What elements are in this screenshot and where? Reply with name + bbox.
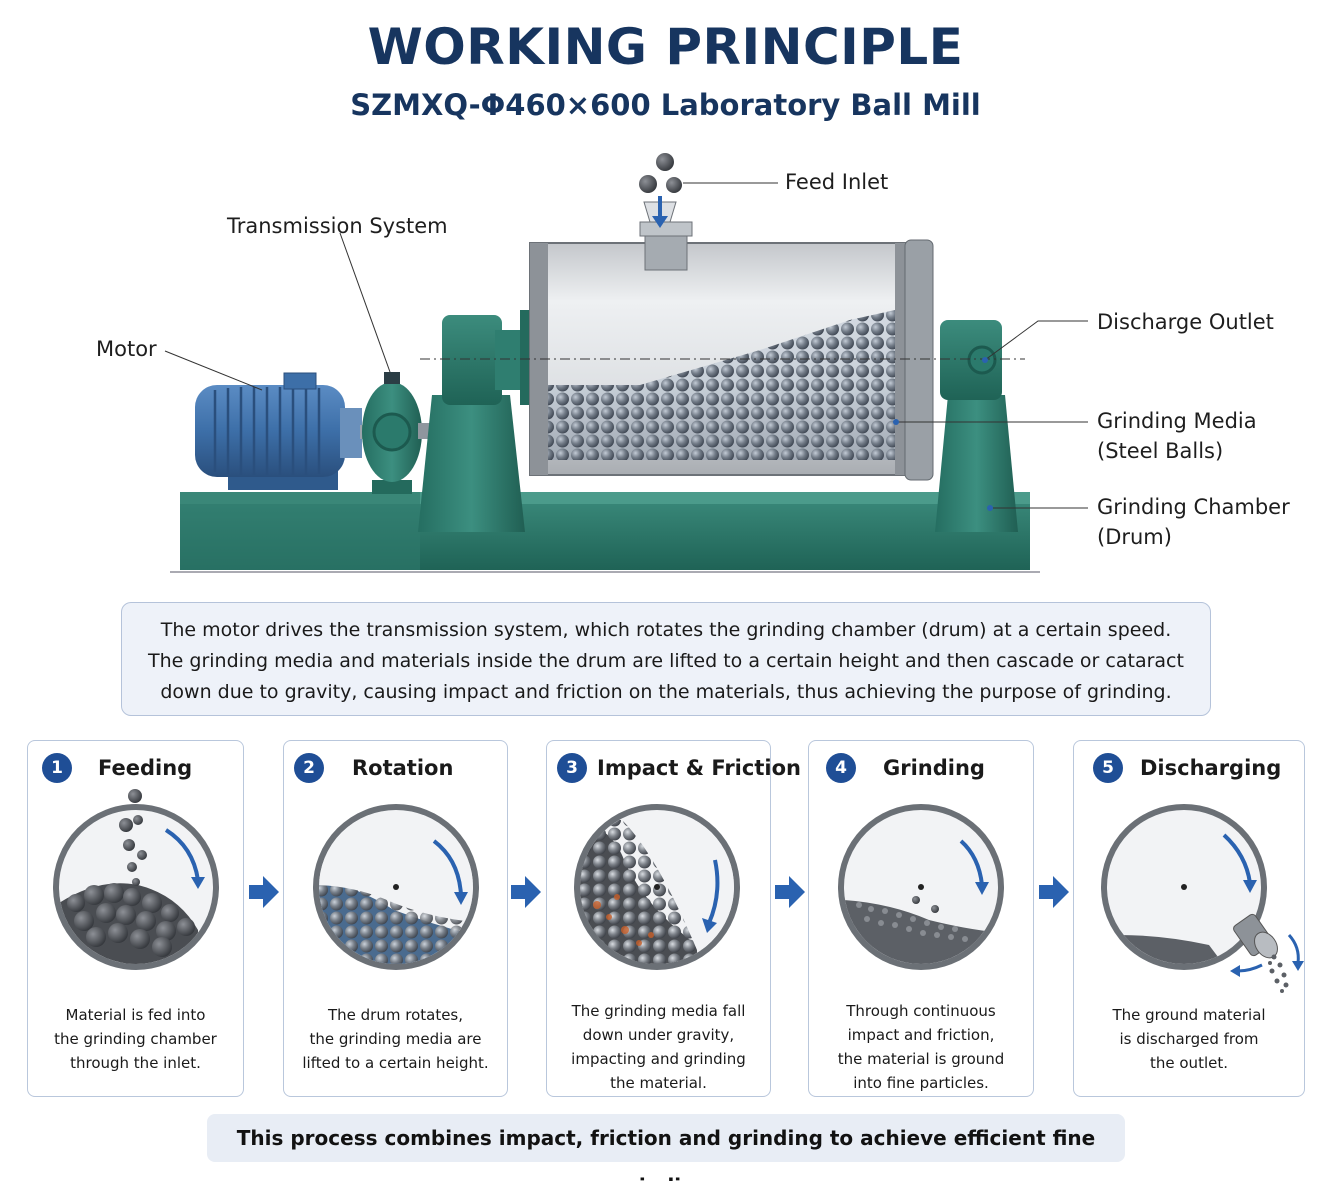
step-title: Feeding (98, 756, 193, 780)
caption-line: impact and friction, (847, 1026, 995, 1044)
principle-description: The motor drives the transmission system… (121, 602, 1211, 716)
label-feed-inlet: Feed Inlet (785, 170, 889, 194)
caption-line: impacting and grinding (571, 1050, 746, 1068)
label-discharge-outlet: Discharge Outlet (1097, 310, 1274, 334)
right-pedestal (935, 320, 1018, 532)
step-caption: The grinding media fall down under gravi… (547, 999, 770, 1095)
step-number-badge: 5 (1093, 753, 1123, 783)
caption-line: the material. (610, 1074, 707, 1092)
impact-drum-graphic (574, 804, 740, 970)
step-card-discharging: 5 Discharging The ground material is dis… (1073, 740, 1305, 1097)
label-steel-balls: (Steel Balls) (1097, 439, 1224, 463)
caption-line: the material is ground (837, 1050, 1005, 1068)
ball-mill-illustration (164, 153, 1088, 573)
transmission-system (362, 372, 452, 494)
step-title: Grinding (883, 756, 985, 780)
step-title: Rotation (352, 756, 454, 780)
page-title: WORKING PRINCIPLE (367, 18, 964, 76)
step-caption: Through continuous impact and friction, … (809, 999, 1033, 1095)
grinding-drum (529, 239, 934, 481)
step-number-badge: 2 (294, 753, 324, 783)
leader-lines (164, 182, 1088, 509)
caption-line: the grinding media are (309, 1030, 482, 1048)
summary-footer: This process combines impact, friction a… (207, 1114, 1125, 1181)
description-line: The motor drives the transmission system… (160, 619, 1172, 641)
caption-line: Material is fed into (65, 1006, 206, 1024)
label-drum: (Drum) (1097, 525, 1172, 549)
step-caption: The drum rotates, the grinding media are… (284, 1003, 507, 1075)
label-grinding-chamber: Grinding Chamber (1097, 495, 1290, 519)
caption-line: the grinding chamber (54, 1030, 217, 1048)
step-number-badge: 3 (557, 753, 587, 783)
page-subtitle: SZMXQ-Φ460×600 Laboratory Ball Mill (350, 88, 981, 122)
label-grinding-media: Grinding Media (1097, 409, 1257, 433)
caption-line: lifted to a certain height. (302, 1054, 489, 1072)
motor (195, 372, 380, 490)
description-line: down due to gravity, causing impact and … (160, 681, 1172, 703)
step-title: Discharging (1140, 756, 1282, 780)
step-card-rotation: 2 Rotation The drum rotates, the grindin… (283, 740, 508, 1097)
caption-line: into fine particles. (853, 1074, 989, 1092)
caption-line: The ground material (1112, 1006, 1266, 1024)
step-caption: Material is fed into the grinding chambe… (28, 1003, 243, 1075)
label-motor: Motor (96, 337, 157, 361)
caption-line: the outlet. (1150, 1054, 1228, 1072)
discharging-drum-graphic (1101, 804, 1304, 993)
description-line: The grinding media and materials inside … (148, 650, 1184, 672)
caption-line: down under gravity, (582, 1026, 735, 1044)
caption-line: Through continuous (846, 1002, 996, 1020)
step-title: Impact & Friction (597, 756, 801, 780)
grinding-drum-graphic (838, 804, 1004, 970)
feed-inlet (639, 153, 693, 271)
arrow-right-icon (775, 876, 805, 908)
step-caption: The ground material is discharged from t… (1074, 1003, 1304, 1075)
caption-line: The grinding media fall (571, 1002, 746, 1020)
feeding-drum-graphic (53, 789, 219, 970)
caption-line: The drum rotates, (327, 1006, 464, 1024)
caption-line: is discharged from (1119, 1030, 1259, 1048)
caption-line: through the inlet. (70, 1054, 201, 1072)
arrow-right-icon (1039, 876, 1069, 908)
outlet-spout (1233, 913, 1278, 959)
left-pedestal (418, 310, 532, 532)
step-number-badge: 4 (826, 753, 856, 783)
rotation-drum-graphic (313, 804, 479, 970)
step-card-impact-friction: 3 Impact & Friction The grinding media f… (546, 740, 801, 1097)
step-number-badge: 1 (42, 753, 72, 783)
arrow-right-icon (511, 876, 541, 908)
step-card-feeding: 1 Feeding Material is fed into the grind… (27, 740, 244, 1097)
step-card-grinding: 4 Grinding Through continuous impact and… (808, 740, 1034, 1097)
arrow-right-icon (249, 876, 279, 908)
label-transmission-system: Transmission System (227, 214, 448, 238)
